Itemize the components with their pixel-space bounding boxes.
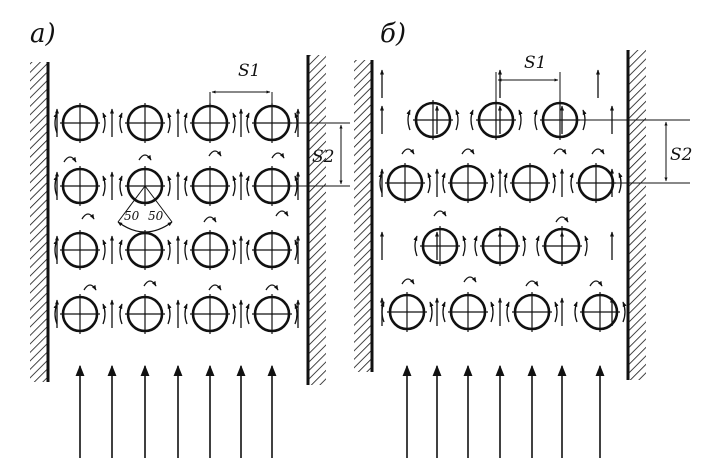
eddy-b-7: [401, 278, 415, 285]
panel-b-walls: [354, 50, 646, 380]
eddy-b-3: [553, 148, 567, 155]
tube-b-r3-c1: [413, 226, 467, 266]
tube-b-r1-c2: [469, 100, 523, 140]
panel-b-s1-dimension: S1: [495, 53, 561, 100]
panel-a-tubes: [53, 103, 299, 334]
eddy-b-10: [589, 280, 603, 287]
tube-b-r4-c3: [505, 292, 559, 332]
panel-a-angle-left: 50: [124, 209, 140, 223]
eddy-a-5: [81, 213, 95, 220]
tube-a-r1-c2: [118, 103, 172, 143]
panel-a-angle-right: 50: [148, 209, 164, 223]
tube-b-r2-c2: [441, 163, 495, 203]
tube-b-r4-c1: [380, 292, 434, 332]
tube-a-r3-c4: [245, 230, 299, 270]
eddy-b-9: [525, 280, 539, 287]
tube-a-r2-c1: [53, 166, 107, 206]
eddy-b-4: [591, 148, 605, 155]
tube-a-r2-c3: [183, 166, 237, 206]
panel-a-s1-label: S1: [238, 61, 260, 81]
eddy-a-8: [83, 284, 97, 291]
tube-a-r4-c2: [118, 294, 172, 334]
tube-a-r3-c1: [53, 230, 107, 270]
tube-b-r1-c1: [406, 100, 460, 140]
eddy-b-6: [555, 216, 569, 223]
panel-a-s1-dimension: S1: [209, 61, 273, 122]
eddy-a-7: [275, 210, 289, 217]
eddy-b-8: [463, 276, 477, 283]
panel-b-inlet-arrows: [402, 364, 605, 458]
panel-a-angle-annotation: 50 50: [117, 185, 173, 233]
eddy-a-3: [208, 150, 222, 157]
eddy-b-1: [401, 148, 415, 155]
tube-b-r4-c4: [573, 292, 627, 332]
tube-b-r2-c1: [378, 163, 432, 203]
eddy-a-9: [143, 280, 157, 287]
eddy-a-11: [265, 284, 279, 291]
tube-b-r4-c2: [441, 292, 495, 332]
tube-b-r2-c3: [503, 163, 557, 203]
panel-b-s1-label: S1: [524, 53, 546, 73]
tube-a-r4-c4: [245, 294, 299, 334]
panel-a-walls: [30, 55, 326, 385]
eddy-a-4: [271, 152, 285, 159]
eddy-b-2: [461, 148, 475, 155]
panel-a-label: а): [30, 19, 56, 49]
eddy-a-10: [208, 284, 222, 291]
eddy-a-2: [138, 154, 152, 161]
panel-b-tubes: [378, 100, 627, 332]
tube-a-r4-c1: [53, 294, 107, 334]
panel-b-flow-arrows: [379, 69, 615, 326]
eddy-a-6: [203, 216, 217, 223]
panel-b-s2-dimension: S2: [560, 119, 692, 184]
tube-a-r4-c3: [183, 294, 237, 334]
tube-a-r3-c2: [118, 230, 172, 270]
panel-a-s2-dimension: S2: [272, 122, 350, 187]
eddy-a-1: [63, 156, 77, 163]
panel-a-flow-arrows: [54, 108, 301, 328]
panel-b-s2-label: S2: [670, 145, 692, 165]
panel-a-inlet-arrows: [75, 364, 277, 458]
panel-b-label: б): [380, 19, 406, 49]
eddy-b-5: [433, 210, 447, 217]
tube-a-r1-c1: [53, 103, 107, 143]
tube-a-r3-c3: [183, 230, 237, 270]
panel-a-s2-label: S2: [312, 147, 334, 167]
